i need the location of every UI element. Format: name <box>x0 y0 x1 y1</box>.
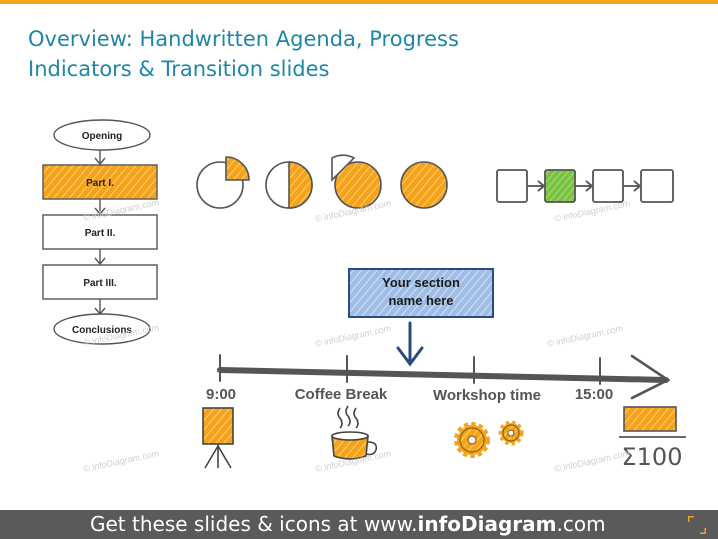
progress-pie-50 <box>265 161 313 209</box>
callout-line-2: name here <box>388 293 453 308</box>
progress-squares <box>496 169 674 203</box>
title-line-1: Overview: Handwritten Agenda, Progress <box>28 27 459 51</box>
page-title: Overview: Handwritten Agenda, Progress I… <box>28 24 588 84</box>
arrow-down-icon <box>396 321 424 367</box>
footer-banner: Get these slides & icons at www.infoDiag… <box>0 510 718 539</box>
flowchart-step-box <box>42 264 158 300</box>
progress-square-active <box>544 169 576 203</box>
progress-square <box>640 169 674 203</box>
flowchart-step-label: Part III. <box>83 278 117 289</box>
progress-pie-100 <box>400 161 448 209</box>
agenda-flowchart <box>42 119 158 345</box>
flowchart-step-label: Part I. <box>86 178 114 189</box>
flipchart-icon <box>202 407 234 469</box>
top-accent-bar <box>0 0 718 4</box>
progress-square <box>496 169 528 203</box>
title-line-2: Indicators & Transition slides <box>28 57 330 81</box>
progress-pie-75 <box>331 154 382 209</box>
watermark: © infoDiagram.com <box>314 323 392 349</box>
progress-pies <box>196 154 448 209</box>
flowchart-start-ellipse <box>53 119 151 151</box>
callout-line-1: Your section <box>382 275 460 290</box>
watermark: © infoDiagram.com <box>553 448 631 474</box>
footer-suffix: .com <box>556 512 606 536</box>
sum-label: Σ100 <box>622 443 683 471</box>
timeline-axis <box>217 354 671 400</box>
flowchart-start-label: Opening <box>82 131 123 142</box>
footer-text: Get these slides & icons at www.infoDiag… <box>90 510 606 539</box>
watermark: © infoDiagram.com <box>546 323 624 349</box>
flowchart-end-label: Conclusions <box>72 325 132 336</box>
coffee-cup-icon <box>331 405 378 460</box>
sum-chart-icon: Σ100 <box>619 406 686 471</box>
timeline-label: Coffee Break <box>295 386 388 403</box>
progress-pie-25 <box>196 156 250 209</box>
progress-square <box>592 169 624 203</box>
flowchart-step-box <box>42 164 158 200</box>
watermark: © infoDiagram.com <box>82 448 160 474</box>
footer-brand: infoDiagram <box>417 512 557 536</box>
flowchart-end-ellipse <box>53 313 151 345</box>
timeline-label: Workshop time <box>433 387 541 404</box>
corner-logo-icon <box>688 516 706 534</box>
timeline-label: 9:00 <box>206 386 236 403</box>
gears-icon <box>454 420 524 458</box>
section-callout: Your section name here <box>348 268 494 318</box>
flowchart-step-label: Part II. <box>85 228 116 239</box>
footer-prefix: Get these slides & icons at www. <box>90 512 418 536</box>
timeline-label: 15:00 <box>575 386 613 403</box>
